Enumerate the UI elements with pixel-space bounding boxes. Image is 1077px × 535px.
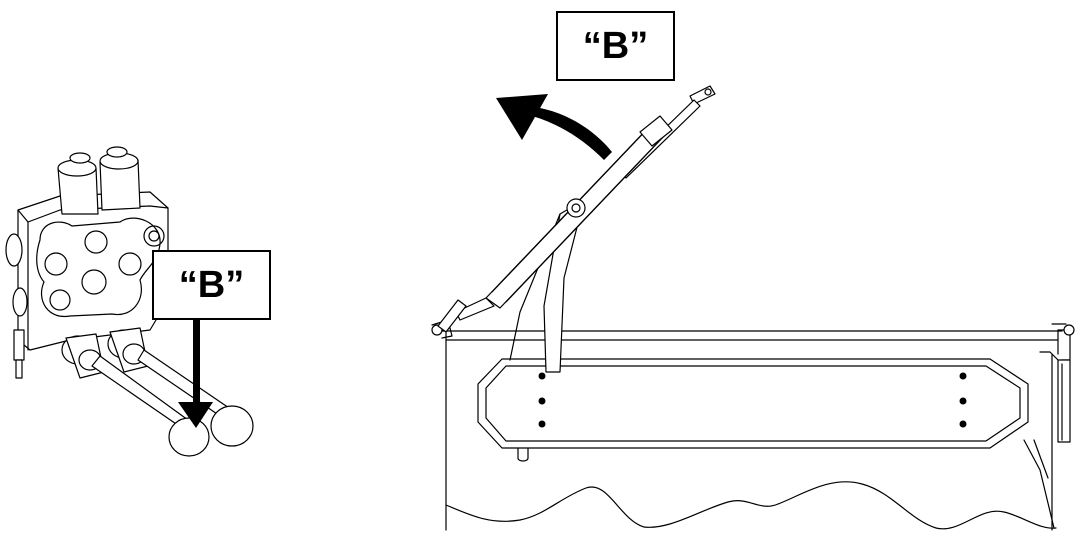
push-direction-arrow: [178, 318, 213, 428]
lever-knob-left[interactable]: [168, 417, 210, 457]
control-valve: [5, 146, 254, 457]
valve-callout-label: “B”: [178, 264, 245, 306]
cylinder-callout-box: “B”: [556, 11, 675, 81]
lever-knob-right[interactable]: [210, 405, 254, 447]
cylinder-callout-label: “B”: [582, 25, 649, 67]
lever-bushing-right: [107, 327, 149, 373]
valve-callout-box: “B”: [152, 250, 271, 320]
box-frame: [431, 199, 1075, 531]
lever-bushing-left: [61, 333, 105, 379]
lift-direction-arrow: [496, 94, 612, 160]
hydraulic-cylinder: [437, 85, 716, 333]
